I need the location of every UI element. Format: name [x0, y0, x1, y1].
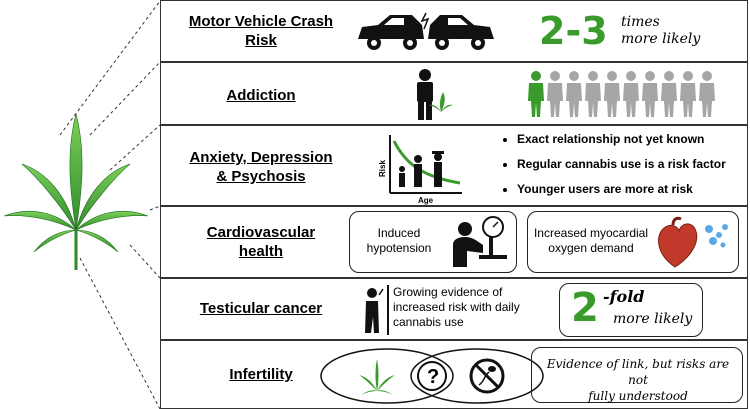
person-icon [642, 71, 658, 117]
mini-chart-xlabel: Age [418, 196, 434, 205]
mini-chart-ylabel: Risk [378, 160, 387, 177]
testicular-divider [387, 285, 389, 335]
person-smoking-icon [365, 288, 384, 333]
bullet-item: Exact relationship not yet known [517, 132, 726, 146]
twofold-box [559, 283, 703, 337]
row-anxiety: Anxiety, Depression& Psychosis Risk Age … [160, 125, 748, 206]
infertility-label: Infertility [229, 366, 293, 383]
blood-pressure-icon [453, 216, 507, 267]
row-addiction: Addiction [160, 62, 748, 125]
testicular-label: Testicular cancer [199, 300, 323, 317]
car-crash-icon [358, 12, 494, 50]
person-icon [661, 71, 677, 117]
testicular-stat-text: more likely [613, 311, 693, 327]
people-row [528, 71, 715, 117]
person-icon [566, 71, 582, 117]
venn-diagram: ? [320, 348, 544, 404]
no-sperm-icon [469, 358, 505, 394]
anxiety-label: Anxiety, Depression& Psychosis [189, 149, 333, 185]
person-icon [604, 71, 620, 117]
question-mark: ? [427, 366, 439, 388]
crash-stat: 2-3 [539, 9, 608, 53]
person-icon [547, 71, 563, 117]
hypotension-box [349, 211, 517, 273]
heart-icon [658, 216, 728, 268]
testicular-stat-suffix: -fold [603, 287, 645, 306]
person-with-cannabis-icon [417, 69, 453, 120]
row-infertility: Infertility ? Evidence of link, but risk… [160, 340, 748, 409]
infertility-note-box [531, 347, 743, 403]
bullet-item: Regular cannabis use is a risk factor [517, 157, 726, 171]
person-icon [623, 71, 639, 117]
bullet-item: Younger users are more at risk [517, 182, 726, 196]
addiction-label: Addiction [226, 87, 296, 104]
oxygen-demand-box [527, 211, 739, 273]
anxiety-bullets: Exact relationship not yet known Regular… [501, 132, 726, 196]
age-risk-mini-chart: Risk Age [378, 135, 462, 205]
person-icon-highlighted [528, 71, 544, 117]
person-icon [680, 71, 696, 117]
testicular-stat: 2 [571, 285, 599, 331]
person-icon [585, 71, 601, 117]
cannabis-leaf-icon [3, 112, 149, 270]
person-icon [699, 71, 715, 117]
cannabis-small-icon [359, 359, 395, 395]
